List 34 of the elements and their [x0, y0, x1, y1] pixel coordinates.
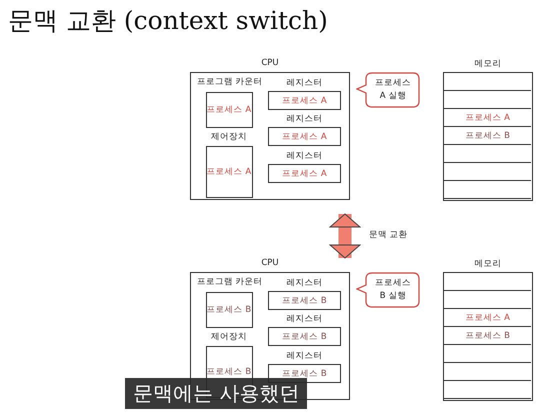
double-arrow — [330, 214, 360, 258]
process-label: 프로세스 B — [465, 130, 510, 142]
process-label: 프로세스 A — [282, 168, 327, 180]
process-label: 프로세스 A — [465, 312, 510, 324]
process-label: 프로세스 B — [206, 304, 252, 316]
edge-label: 문맥 교환 — [369, 229, 408, 241]
component-label: 레지스터 — [286, 113, 322, 125]
cpu-label: CPU — [261, 58, 279, 68]
process-label: 프로세스 A — [206, 166, 252, 178]
cpu-label: CPU — [261, 258, 279, 268]
subtitle-caption: 문맥에는 사용했던 — [125, 378, 308, 409]
process-label: 프로세스 B — [465, 330, 510, 342]
memory-label: 메모리 — [474, 58, 502, 70]
component-label: 레지스터 — [286, 313, 322, 325]
bubble-text: 프로세스 B 실행 — [374, 277, 412, 303]
process-label: 프로세스 A — [282, 130, 327, 142]
process-label: 프로세스 B — [206, 366, 252, 378]
process-label: 프로세스 B — [282, 330, 327, 342]
component-label: 프로그램 카운터 — [197, 276, 263, 288]
component-label: 레지스터 — [286, 77, 322, 89]
process-label: 프로세스 A — [206, 104, 252, 116]
bubble-text: 프로세스 A 실행 — [374, 77, 412, 103]
diagram-title: 문맥 교환 (context switch) — [8, 5, 328, 37]
component-label: 레지스터 — [286, 277, 322, 289]
process-label: 프로세스 A — [282, 94, 327, 106]
component-label: 레지스터 — [286, 150, 322, 162]
component-label: 레지스터 — [286, 350, 322, 362]
component-label: 제어장치 — [211, 131, 247, 143]
memory-label: 메모리 — [474, 258, 502, 270]
component-label: 프로그램 카운터 — [197, 76, 263, 88]
process-label: 프로세스 B — [282, 294, 327, 306]
process-label: 프로세스 B — [282, 368, 327, 380]
component-label: 제어장치 — [211, 331, 247, 343]
process-label: 프로세스 A — [465, 112, 510, 124]
